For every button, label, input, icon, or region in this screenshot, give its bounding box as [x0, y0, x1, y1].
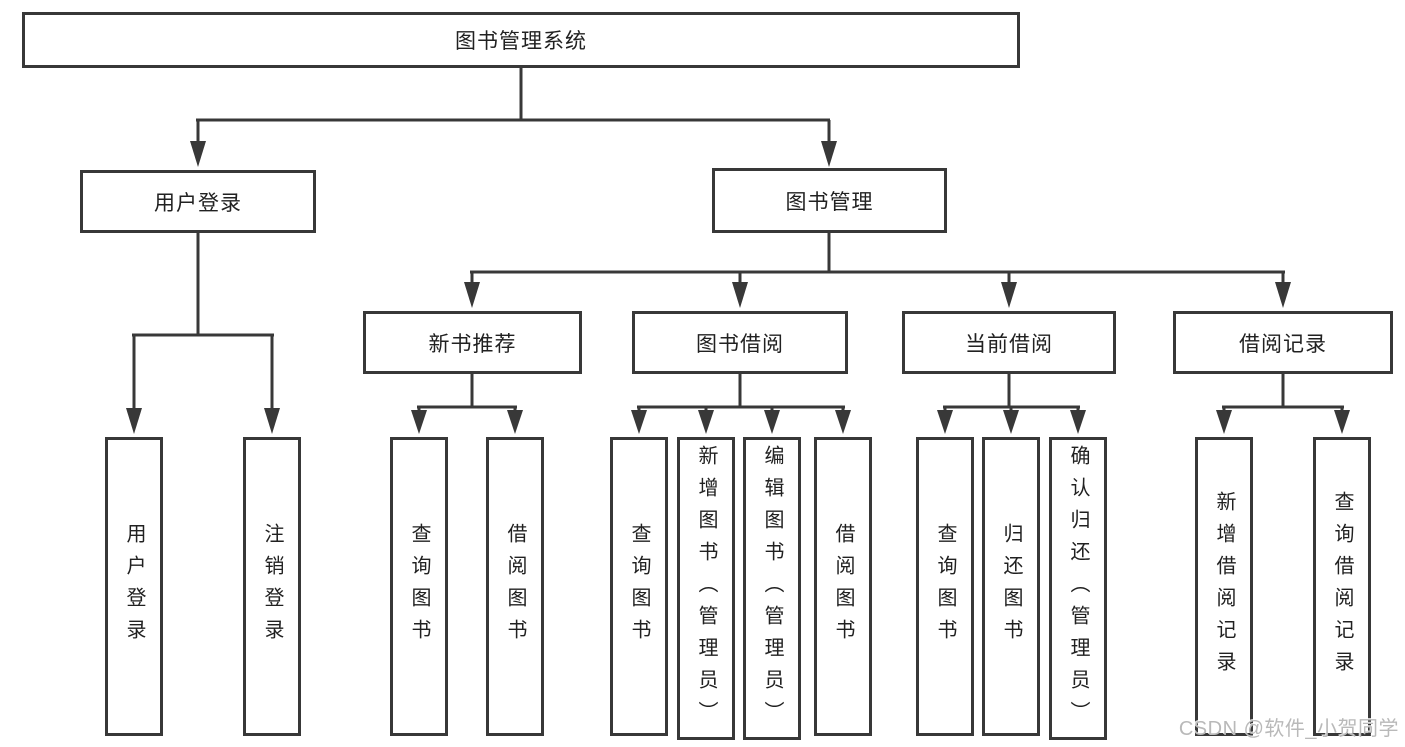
arrow-down-icon	[1216, 410, 1232, 434]
leaf-edit-book-admin: 编辑图书（管理员）	[743, 437, 801, 740]
node-user-login: 用户登录	[80, 170, 316, 233]
connector-borrowing-records	[1216, 374, 1350, 434]
node-new-book-recommendation: 新书推荐	[363, 311, 582, 374]
arrow-down-icon	[126, 408, 142, 434]
arrow-down-icon	[507, 410, 523, 434]
arrow-down-icon	[821, 141, 837, 167]
connector-book-management	[464, 233, 1291, 308]
leaf-logout: 注销登录	[243, 437, 301, 736]
arrow-down-icon	[190, 141, 206, 167]
leaf-add-book-admin: 新增图书（管理员）	[677, 437, 735, 740]
arrow-down-icon	[937, 410, 953, 434]
leaf-confirm-return-admin: 确认归还（管理员）	[1049, 437, 1107, 740]
leaf-borrow-books-recommend: 借阅图书	[486, 437, 544, 736]
node-book-borrowing: 图书借阅	[632, 311, 848, 374]
node-book-management: 图书管理	[712, 168, 947, 233]
arrow-down-icon	[764, 410, 780, 434]
leaf-query-books-recommend: 查询图书	[390, 437, 448, 736]
connector-new-book-recommendation	[411, 374, 523, 434]
arrow-down-icon	[631, 410, 647, 434]
arrow-down-icon	[1275, 282, 1291, 308]
connector-root	[190, 68, 837, 167]
arrow-down-icon	[264, 408, 280, 434]
arrow-down-icon	[835, 410, 851, 434]
arrow-down-icon	[464, 282, 480, 308]
leaf-query-books-borrowing: 查询图书	[610, 437, 668, 736]
arrow-down-icon	[1334, 410, 1350, 434]
arrow-down-icon	[1001, 282, 1017, 308]
arrow-down-icon	[1003, 410, 1019, 434]
node-current-borrowing: 当前借阅	[902, 311, 1116, 374]
connector-user-login	[126, 233, 280, 434]
arrow-down-icon	[411, 410, 427, 434]
leaf-query-books-current: 查询图书	[916, 437, 974, 736]
node-borrowing-records: 借阅记录	[1173, 311, 1393, 374]
arrow-down-icon	[732, 282, 748, 308]
leaf-user-login: 用户登录	[105, 437, 163, 736]
leaf-return-book: 归还图书	[982, 437, 1040, 736]
node-library-system: 图书管理系统	[22, 12, 1020, 68]
arrow-down-icon	[698, 410, 714, 434]
connector-book-borrowing	[631, 374, 851, 434]
connector-current-borrowing	[937, 374, 1086, 434]
arrow-down-icon	[1070, 410, 1086, 434]
leaf-borrow-books-borrowing: 借阅图书	[814, 437, 872, 736]
leaf-add-borrow-record: 新增借阅记录	[1195, 437, 1253, 736]
watermark-text: CSDN @软件_小贺同学	[1178, 718, 1399, 740]
leaf-query-borrow-record: 查询借阅记录	[1313, 437, 1371, 736]
